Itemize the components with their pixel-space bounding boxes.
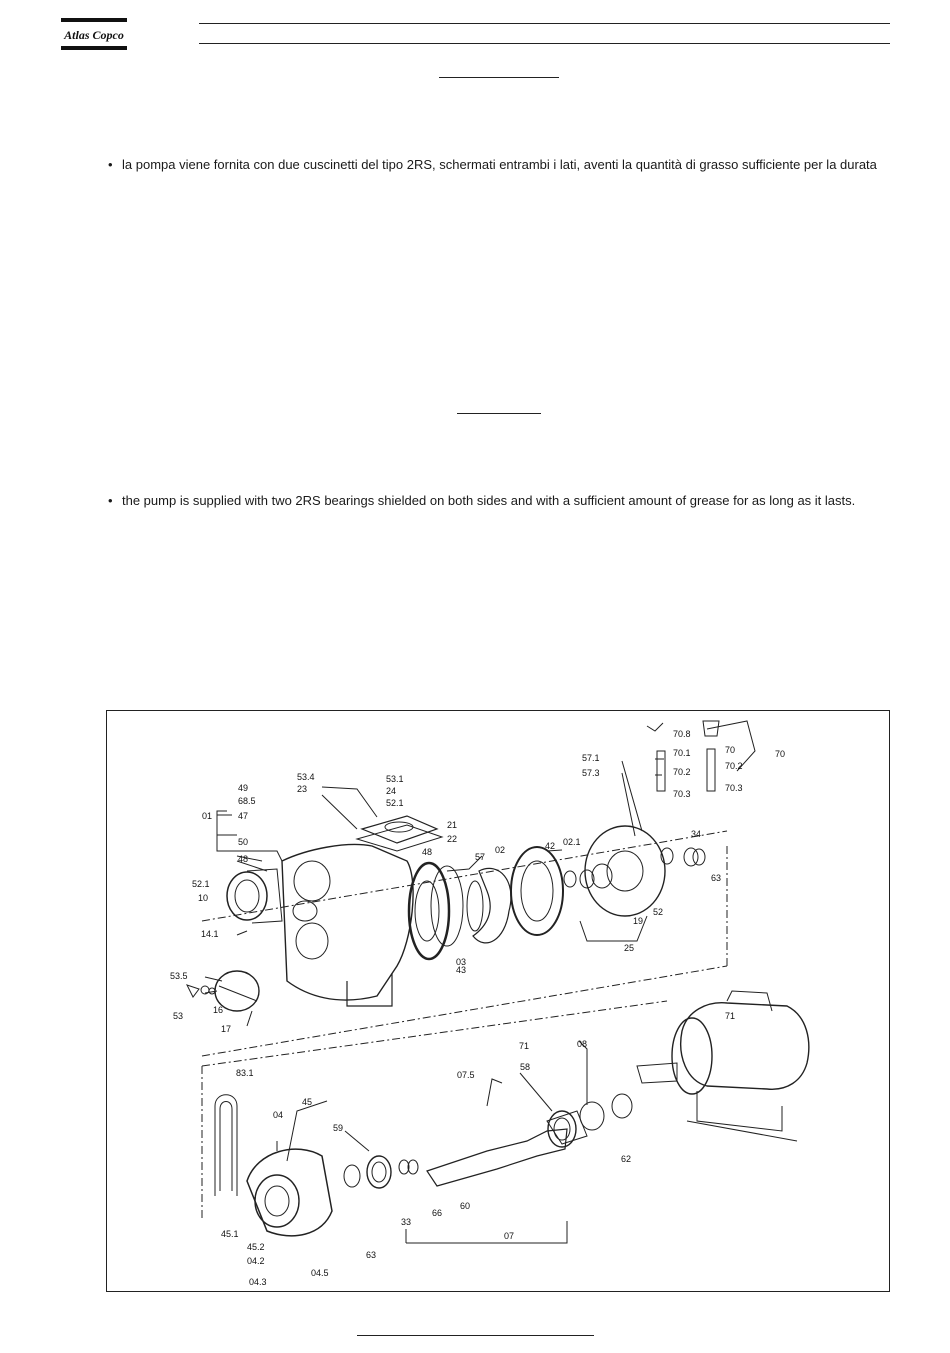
part-label: 57.1 — [582, 753, 600, 763]
part-label: 63 — [366, 1250, 376, 1260]
drawing-lines — [186, 720, 810, 1244]
part-label: 59 — [333, 1123, 343, 1133]
part-label: 04.3 — [249, 1277, 267, 1287]
part-label: 47 — [238, 811, 248, 821]
part-label: 04.2 — [247, 1256, 265, 1266]
part-label: 48 — [238, 854, 248, 864]
logo-text: Atlas Copco — [63, 28, 124, 42]
header-rule-top — [199, 23, 890, 24]
exploded-view-figure: 70.8 70.1 70 70 70.2 70.2 70.3 70.3 57.1… — [106, 710, 890, 1292]
part-label: 24 — [386, 786, 396, 796]
part-label: 03 — [456, 957, 466, 967]
part-label: 60 — [460, 1201, 470, 1211]
part-label: 66 — [432, 1208, 442, 1218]
part-label: 53.4 — [297, 772, 315, 782]
part-label: 57.3 — [582, 768, 600, 778]
part-label: 07.5 — [457, 1070, 475, 1080]
part-label: 63 — [711, 873, 721, 883]
bullet-dot: • — [108, 493, 113, 508]
exploded-view-drawing: 70.8 70.1 70 70 70.2 70.2 70.3 70.3 57.1… — [170, 720, 810, 1287]
bullet-item-en: • the pump is supplied with two 2RS beari… — [108, 493, 855, 509]
part-label: 02 — [495, 845, 505, 855]
part-label: 52 — [653, 907, 663, 917]
part-label: 14.1 — [201, 929, 219, 939]
part-label: 10 — [198, 893, 208, 903]
part-label: 50 — [238, 837, 248, 847]
part-label: 70.2 — [725, 761, 743, 771]
bullet-item-it: • la pompa viene fornita con due cuscinet… — [108, 157, 877, 173]
part-label: 48 — [422, 847, 432, 857]
footer-rule — [357, 1335, 594, 1336]
part-label: 58 — [520, 1062, 530, 1072]
part-label: 71 — [519, 1041, 529, 1051]
part-label: 07 — [504, 1231, 514, 1241]
part-label: 45 — [302, 1097, 312, 1107]
part-label: 04.5 — [311, 1268, 329, 1278]
part-label: 33 — [401, 1217, 411, 1227]
part-label: 02.1 — [563, 837, 581, 847]
part-label: 70.2 — [673, 767, 691, 777]
bullet-text-en: the pump is supplied with two 2RS bearin… — [122, 493, 856, 508]
header-rule-bottom — [199, 43, 890, 44]
section-heading-underline-it — [439, 77, 559, 78]
part-label: 83.1 — [236, 1068, 254, 1078]
part-label: 01 — [202, 811, 212, 821]
atlas-copco-logo: Atlas Copco — [61, 18, 127, 50]
part-label: 45.2 — [247, 1242, 265, 1252]
part-label: 25 — [624, 943, 634, 953]
part-label: 53.1 — [386, 774, 404, 784]
part-label: 49 — [238, 783, 248, 793]
bullet-dot: • — [108, 157, 113, 172]
part-label: 68.5 — [238, 796, 256, 806]
part-label: 71 — [725, 1011, 735, 1021]
part-label: 23 — [297, 784, 307, 794]
part-label: 53 — [173, 1011, 183, 1021]
part-label: 42 — [545, 841, 555, 851]
part-label: 70.1 — [673, 748, 691, 758]
part-label: 21 — [447, 820, 457, 830]
part-label: 43 — [456, 965, 466, 975]
part-label: 70 — [725, 745, 735, 755]
part-label: 19 — [633, 916, 643, 926]
part-label: 04 — [273, 1110, 283, 1120]
part-label: 34 — [691, 829, 701, 839]
part-label: 16 — [213, 1005, 223, 1015]
part-label: 70.8 — [673, 729, 691, 739]
part-label: 57 — [475, 852, 485, 862]
part-label: 70.3 — [673, 789, 691, 799]
part-label: 53.5 — [170, 971, 188, 981]
part-label: 17 — [221, 1024, 231, 1034]
part-label: 22 — [447, 834, 457, 844]
bullet-text-it-content: la pompa viene fornita con due cuscinett… — [122, 157, 877, 172]
part-label: 08 — [577, 1039, 587, 1049]
section-heading-underline-en — [457, 413, 541, 414]
part-label: 70 — [775, 749, 785, 759]
part-labels: 70.8 70.1 70 70 70.2 70.2 70.3 70.3 57.1… — [170, 729, 785, 1287]
part-label: 52.1 — [192, 879, 210, 889]
part-label: 52.1 — [386, 798, 404, 808]
part-label: 70.3 — [725, 783, 743, 793]
part-label: 62 — [621, 1154, 631, 1164]
part-label: 45.1 — [221, 1229, 239, 1239]
logo-mark: Atlas Copco — [61, 18, 127, 50]
